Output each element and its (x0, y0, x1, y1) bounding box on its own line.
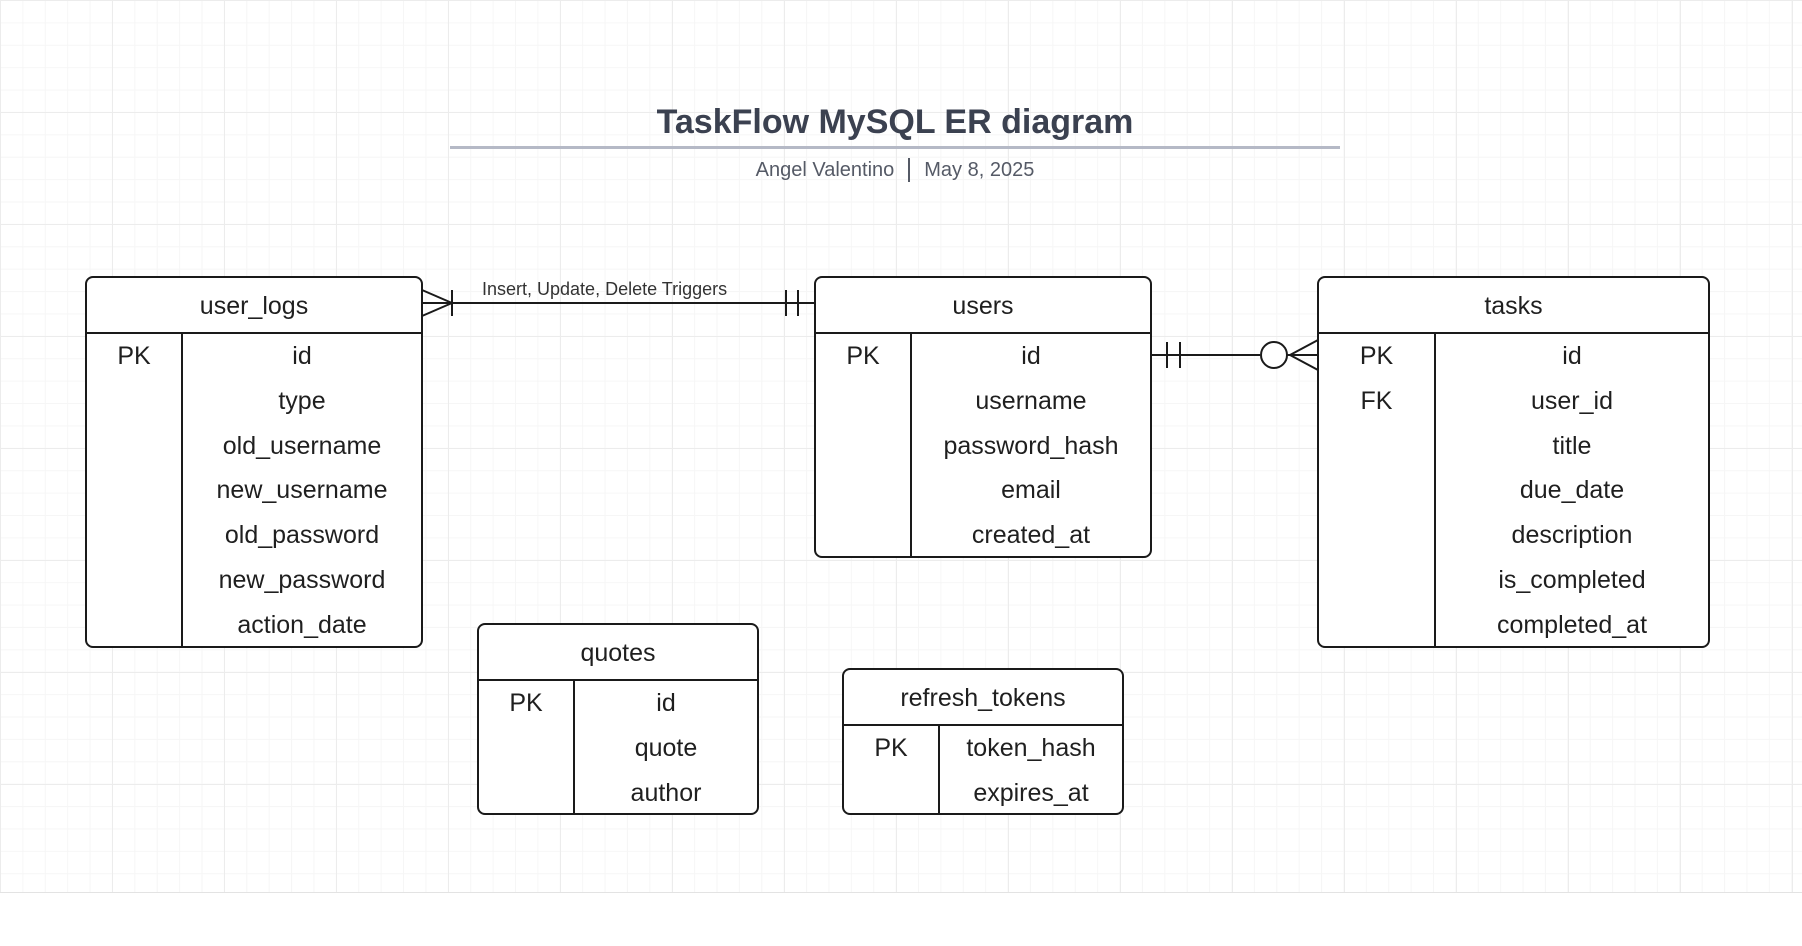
key-cell (87, 558, 181, 603)
entity-title: refresh_tokens (844, 670, 1122, 726)
crows-foot-lower (421, 302, 453, 317)
field-name: id (1021, 342, 1041, 370)
field-name: due_date (1519, 476, 1625, 505)
key-cell: PK (846, 342, 880, 370)
key-cell (1319, 603, 1434, 646)
zero-circle (1260, 341, 1288, 369)
entity-title: quotes (479, 625, 757, 681)
field-name: token_hash (966, 734, 1096, 762)
key-cell: PK (874, 734, 908, 762)
field-name: id (1562, 342, 1582, 370)
key-cell (816, 468, 910, 513)
diagram-title: TaskFlow MySQL ER diagram (656, 103, 1134, 141)
field-name: created_at (971, 521, 1091, 550)
field-name: new_password (218, 565, 386, 594)
field-column: id type old_username new_username old_pa… (183, 334, 421, 646)
field-name: username (975, 386, 1087, 415)
field-column: token_hash expires_at (940, 726, 1122, 813)
key-cell (1319, 424, 1434, 469)
entity-tasks[interactable]: tasks PK FK id user_id title due_date de… (1317, 276, 1710, 648)
diagram-meta: Angel Valentino May 8, 2025 (450, 158, 1340, 182)
entity-title: user_logs (87, 278, 421, 334)
key-cell (844, 771, 938, 813)
entity-refresh-tokens[interactable]: refresh_tokens PK token_hash expires_at (842, 668, 1124, 815)
key-column: PK (844, 726, 940, 813)
key-cell: FK (1360, 386, 1393, 415)
field-name: type (278, 386, 326, 415)
field-name: action_date (237, 610, 367, 639)
relationship-userlogs-users[interactable] (421, 289, 816, 317)
field-column: id quote author (575, 681, 757, 813)
field-name: user_id (1531, 386, 1613, 415)
author-name: Angel Valentino (755, 158, 895, 181)
key-cell (816, 424, 910, 469)
key-cell (479, 726, 573, 771)
entity-quotes[interactable]: quotes PK id quote author (477, 623, 759, 815)
key-cell (479, 771, 573, 813)
relationship-label: Insert, Update, Delete Triggers (482, 279, 728, 299)
field-name: email (1001, 476, 1061, 505)
key-column: PK FK (1319, 334, 1436, 646)
key-cell (1319, 468, 1434, 513)
key-column: PK (87, 334, 183, 646)
key-column: PK (479, 681, 575, 813)
meta-separator (908, 158, 911, 182)
crows-foot-upper (1289, 339, 1319, 356)
field-name: author (630, 778, 702, 807)
relationship-users-tasks[interactable] (1152, 339, 1319, 371)
key-cell (816, 513, 910, 556)
key-cell (816, 379, 910, 424)
crows-foot-lower (1289, 354, 1319, 371)
canvas-bottom-band (0, 892, 1802, 946)
key-cell (87, 513, 181, 558)
crows-foot-upper (421, 289, 453, 304)
diagram-date: May 8, 2025 (924, 158, 1035, 181)
key-cell: PK (1359, 342, 1394, 370)
field-name: completed_at (1496, 610, 1648, 639)
entity-title: tasks (1319, 278, 1708, 334)
entity-users[interactable]: users PK id username password_hash email… (814, 276, 1152, 558)
field-name: description (1511, 521, 1633, 550)
field-name: old_password (224, 521, 380, 550)
key-cell (1319, 513, 1434, 558)
key-cell: PK (509, 689, 543, 717)
key-column: PK (816, 334, 912, 556)
entity-user-logs[interactable]: user_logs PK id type old_username new_us… (85, 276, 423, 648)
field-column: id username password_hash email created_… (912, 334, 1150, 556)
key-cell (87, 603, 181, 646)
field-name: quote (634, 733, 698, 762)
field-name: is_completed (1498, 565, 1646, 594)
key-cell: PK (117, 342, 151, 370)
key-cell (87, 424, 181, 469)
field-name: expires_at (973, 778, 1089, 807)
field-column: id user_id title due_date description is… (1436, 334, 1708, 646)
key-cell (1319, 558, 1434, 603)
key-cell (87, 468, 181, 513)
key-cell (87, 379, 181, 424)
field-name: old_username (222, 431, 382, 460)
field-name: new_username (216, 476, 388, 505)
entity-title: users (816, 278, 1150, 334)
field-name: id (292, 342, 312, 370)
field-name: id (656, 689, 676, 717)
field-name: title (1552, 431, 1592, 460)
title-underline (450, 146, 1340, 149)
field-name: password_hash (943, 431, 1119, 460)
